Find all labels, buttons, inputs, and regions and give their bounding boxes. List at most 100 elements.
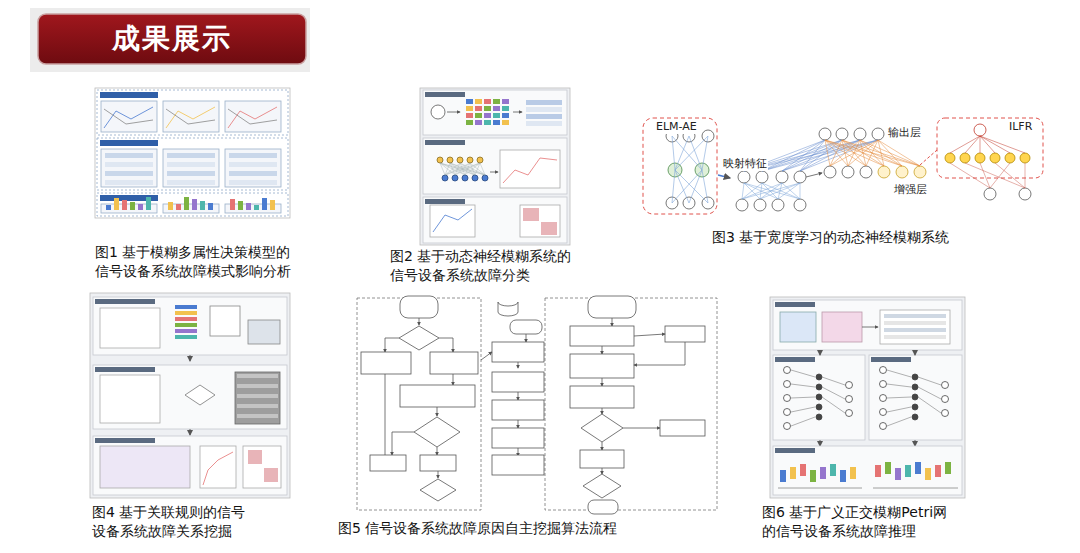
thumb-circle [816, 404, 822, 410]
thumb-diamond [420, 479, 456, 501]
thumb-rect [780, 312, 816, 342]
thumb-line [481, 352, 492, 360]
thumb-circle [945, 153, 955, 163]
thumb-rect [400, 385, 475, 407]
thumb-rect [937, 118, 1043, 178]
figure-label: ILFR [1008, 121, 1033, 134]
thumb-rect [95, 367, 155, 372]
thumb-circle [1020, 153, 1030, 163]
thumb-line [433, 209, 472, 232]
figure-caption: 图6 基于广义正交模糊Petri网 的信号设备系统故障推理 [762, 503, 1022, 541]
thumb-line [862, 327, 878, 328]
thumb-rect [425, 92, 465, 97]
thumb-line [825, 140, 920, 166]
thumb-line [887, 407, 911, 412]
thumb-rect [262, 198, 267, 210]
thumb-circle [912, 404, 918, 410]
thumb-line [450, 163, 485, 175]
thumb-circle [816, 394, 822, 400]
thumb-circle [477, 157, 483, 163]
thumb-line [825, 140, 830, 166]
thumb-rect [935, 465, 941, 477]
thumb-line [830, 140, 860, 166]
thumb-circle [784, 409, 791, 416]
thumb-rect [420, 455, 456, 471]
thumb-rect [248, 450, 262, 464]
thumb-line [675, 170, 689, 203]
thumb-circle [824, 166, 836, 178]
thumb-rect [425, 140, 465, 145]
thumb-diamond [185, 385, 215, 405]
thumb-rect [100, 140, 158, 146]
thumb-rect [246, 203, 251, 210]
thumb-line [166, 107, 215, 128]
thumb-line [950, 163, 990, 188]
thumb-rect [235, 372, 280, 424]
thumb-line [465, 163, 480, 175]
thumb-rect [264, 468, 278, 482]
thumb-line [980, 136, 995, 153]
thumb-circle [1005, 153, 1015, 163]
thumb-circle [776, 171, 788, 183]
thumb-line [440, 163, 475, 175]
thumb-circle [880, 367, 887, 374]
thumb-rect [830, 464, 836, 476]
thumb-rect [820, 467, 826, 479]
thumb-line [518, 392, 519, 400]
thumb-circle [872, 128, 884, 140]
thumb-rect [775, 448, 815, 453]
thumb-rect [200, 446, 236, 488]
thumb-rect [101, 149, 157, 187]
thumb-rect [229, 180, 277, 185]
thumb-rect [237, 404, 278, 408]
thumb-line [513, 112, 522, 113]
thumb-line [437, 407, 438, 416]
thumb-circle [914, 166, 926, 178]
thumb-circle [975, 153, 985, 163]
thumb-line [762, 183, 778, 199]
thumb-line [447, 112, 460, 113]
figure-frame [95, 88, 290, 218]
thumb-line [453, 374, 454, 385]
thumb-line [819, 440, 820, 446]
thumb-rect [176, 204, 181, 210]
thumb-line [385, 338, 399, 352]
thumb-rect [105, 171, 153, 176]
thumb-rect [243, 446, 281, 488]
thumb-rect [885, 462, 891, 474]
figure-caption-block: 图6 基于广义正交模糊Petri网 的信号设备系统故障推理 [762, 503, 1022, 541]
thumb-line [822, 377, 845, 385]
thumb-rect [146, 197, 151, 210]
thumb-line [612, 318, 613, 326]
figure-caption-block: 图3 基于宽度学习的动态神经模糊系统 [712, 228, 1012, 247]
thumb-line [778, 488, 862, 489]
thumb-rect [570, 326, 634, 346]
thumb-line [675, 136, 689, 170]
thumb-line [385, 374, 386, 455]
thumb-line [742, 183, 782, 199]
thumb-line [887, 397, 911, 398]
thumb-circle [816, 414, 822, 420]
thumb-line [189, 355, 190, 361]
thumb-rect [100, 308, 160, 348]
figure-label: 输出层 [887, 127, 922, 140]
thumb-rect [97, 193, 288, 216]
thumb-rect [184, 197, 189, 210]
thumb-line [602, 378, 603, 386]
thumb-rect [210, 306, 240, 336]
thumb-rect [484, 99, 491, 104]
thumb-rect [97, 138, 288, 190]
thumb-circle [912, 374, 918, 380]
thumb-rect [430, 352, 478, 374]
thumb-rect [526, 100, 562, 105]
thumb-rect [570, 386, 634, 408]
thumb-rect [175, 305, 197, 309]
thumb-rect [95, 438, 155, 443]
thumb-rect [423, 197, 567, 243]
thumb-rect [475, 106, 482, 111]
thumb-circle [912, 394, 918, 400]
thumb-circle [784, 381, 791, 388]
thumb-line [842, 140, 920, 166]
thumb-rect [492, 400, 544, 420]
